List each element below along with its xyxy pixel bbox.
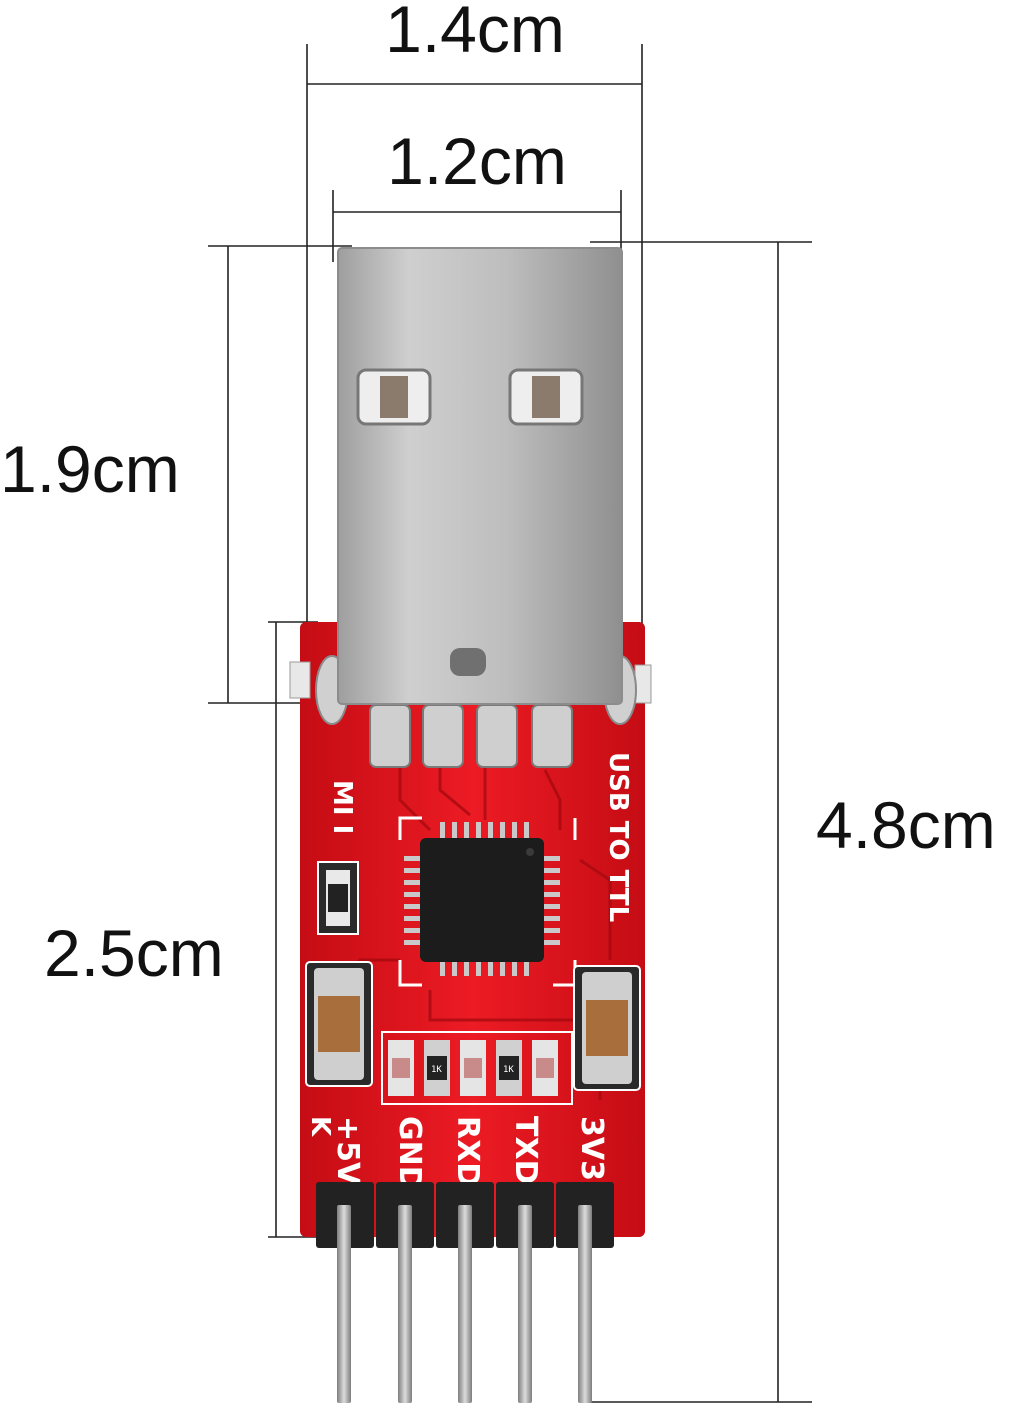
pin-label-gnd: GND [392,1116,427,1191]
resistor-top-left [317,861,359,935]
pin-label-txd: TXD [508,1116,543,1185]
resistor-1-code: 1K [431,1065,442,1075]
pin-label-5v: +5V [330,1116,365,1186]
led-2 [460,1040,486,1096]
led-1 [388,1040,414,1096]
pin-label-3v3: 3V3 [574,1116,609,1181]
header-pin-5v [337,1205,351,1403]
usb-to-ttl-silkscreen: USB TO TTL [603,752,633,922]
usb-dimple [450,648,486,676]
pin-label-rxd: RXD [450,1116,485,1187]
resistor-1: 1K [424,1040,450,1096]
usb-width-label: 1.2cm [387,124,567,198]
resistor-2-code: 1K [503,1065,514,1075]
total-length-label: 4.8cm [816,788,996,862]
board-length-label: 2.5cm [44,916,224,990]
ch340-chip [404,822,560,976]
capacitor-left [305,961,373,1087]
dimension-lines [208,44,812,1403]
capacitor-right [573,965,641,1091]
usb-contacts [369,704,573,768]
led-3 [532,1040,558,1096]
pcb-board: USB TO TTL MI I [289,622,652,1403]
usb-shell [337,247,623,705]
usb-length-label: 1.9cm [0,432,180,506]
left-side-tab [289,661,311,699]
header-pin-3v3 [578,1205,592,1403]
corner-mark: K [305,1116,335,1137]
header-pins [337,1205,592,1403]
overall-width-label: 1.4cm [385,0,565,66]
right-side-tab [634,664,652,704]
led-resistor-row: 1K 1K [381,1031,573,1105]
usb-a-plug [337,247,623,705]
header-pin-gnd [398,1205,412,1403]
header-pin-txd [518,1205,532,1403]
header-pin-rxd [458,1205,472,1403]
left-silkscreen: MI I [327,780,357,834]
resistor-2: 1K [496,1040,522,1096]
